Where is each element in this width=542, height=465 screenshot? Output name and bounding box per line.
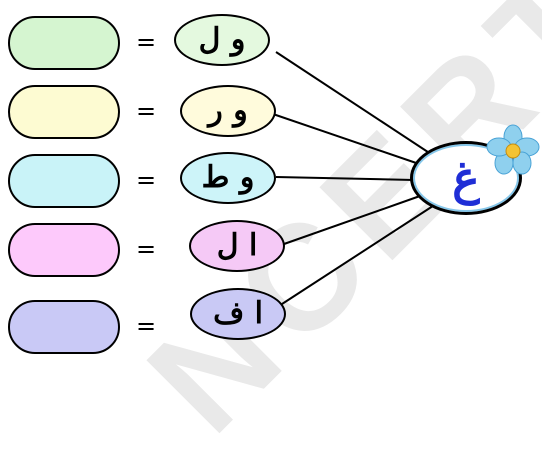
equals-sign: = [135, 235, 157, 263]
equals-sign: = [135, 312, 157, 340]
letter-oval-2: و ر [180, 85, 276, 137]
answer-box-1[interactable] [8, 16, 120, 70]
equals-sign: = [135, 166, 157, 194]
equals-sign: = [135, 97, 157, 125]
connector-line [275, 176, 415, 181]
letter-oval-4: ا ل [189, 220, 285, 272]
connector-line [275, 51, 438, 159]
answer-box-2[interactable] [8, 85, 120, 139]
letter-oval-5: ا ف [190, 288, 286, 340]
letter-oval-3: و ط [180, 152, 276, 204]
center-letter: غ [410, 141, 522, 215]
answer-box-4[interactable] [8, 223, 120, 277]
flower-center [505, 143, 521, 159]
equals-sign: = [135, 28, 157, 56]
answer-box-3[interactable] [8, 154, 120, 208]
letter-oval-1: و ل [174, 14, 270, 66]
connector-line [269, 112, 426, 167]
connector-line [283, 195, 421, 245]
connector-lines [269, 51, 438, 305]
connector-line [281, 203, 437, 305]
answer-box-5[interactable] [8, 300, 120, 354]
flower-icon [486, 124, 540, 175]
